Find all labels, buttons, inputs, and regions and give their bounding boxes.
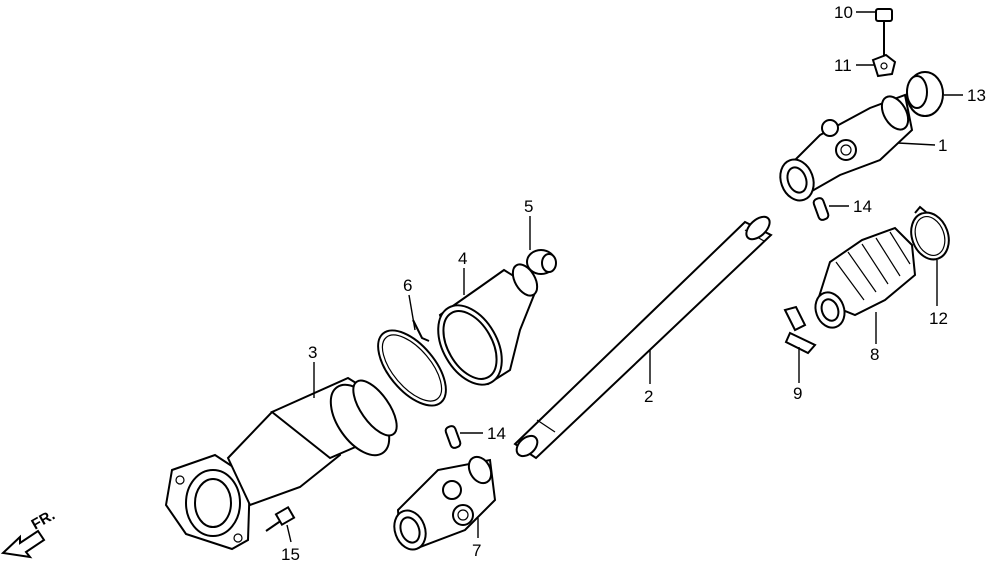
callout-15: 15 [281, 545, 300, 564]
boot-band [910, 205, 950, 261]
flange-bolt [265, 505, 296, 532]
callout-9: 9 [793, 384, 802, 403]
leader-lines [286, 11, 963, 543]
callout-12: 12 [929, 309, 948, 328]
pinch-nut [871, 53, 897, 78]
collar-ring [526, 249, 557, 275]
bellows-boot [814, 226, 917, 329]
lower-universal-joint [393, 455, 497, 551]
front-direction-label: FR. [29, 507, 58, 534]
drive-shaft-housing [164, 376, 398, 551]
pinch-bolt [875, 8, 893, 56]
callout-13: 13 [967, 86, 986, 105]
callout-4: 4 [458, 249, 467, 268]
callout-14-upper: 14 [853, 197, 872, 216]
callout-7: 7 [472, 541, 481, 560]
callout-10: 10 [834, 3, 853, 22]
callout-2: 2 [644, 387, 653, 406]
upper-universal-joint [779, 93, 914, 202]
callout-8: 8 [870, 345, 879, 364]
boot-clip [783, 305, 817, 355]
spring-pin-upper [812, 197, 830, 221]
callout-1: 1 [938, 136, 947, 155]
callout-6: 6 [403, 276, 412, 295]
ring-seal [906, 71, 944, 117]
callout-11: 11 [834, 56, 852, 75]
spring-pin-lower [444, 425, 462, 449]
front-direction-arrow [0, 529, 46, 559]
callout-14-lower: 14 [487, 424, 506, 443]
callout-labels: 1 2 3 4 5 6 7 8 9 10 11 12 13 14 14 15 [281, 3, 986, 564]
callout-5: 5 [524, 197, 533, 216]
callout-3: 3 [308, 343, 317, 362]
drive-shaft [513, 215, 773, 460]
dust-boot [437, 263, 539, 386]
boot-clamp-band [377, 319, 447, 407]
